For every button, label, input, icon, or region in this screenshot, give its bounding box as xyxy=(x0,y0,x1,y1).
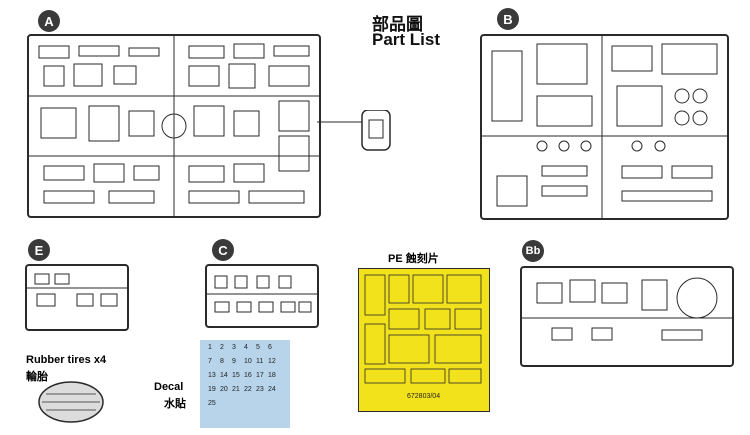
decal-label-cn: 水貼 xyxy=(164,398,186,410)
decal-number: 9 xyxy=(232,358,236,365)
decal-number: 12 xyxy=(268,358,276,365)
sprue-c-badge: C xyxy=(212,239,234,261)
tires-label-cn: 輪胎 xyxy=(26,371,48,383)
page-title-en: Part List xyxy=(372,30,441,49)
decal-number: 3 xyxy=(232,344,236,351)
decal-number: 14 xyxy=(220,372,228,379)
pe-label: PE 蝕刻片 xyxy=(388,253,439,265)
decal-number: 11 xyxy=(256,358,264,365)
decal-number: 13 xyxy=(208,372,216,379)
decal-number: 7 xyxy=(208,358,212,365)
sprue-b-frame xyxy=(480,34,729,220)
decal-number: 23 xyxy=(256,386,264,393)
sprue-bb-frame xyxy=(520,266,734,367)
decal-number: 5 xyxy=(256,344,260,351)
sprue-c-frame xyxy=(205,264,319,328)
tire-icon xyxy=(38,381,104,423)
sprue-e-badge: E xyxy=(28,239,50,261)
pe-code: 672803/04 xyxy=(407,393,441,400)
sprue-c-parts xyxy=(207,275,317,313)
decal-label-en: Decal xyxy=(154,381,184,393)
sprue-bb-badge: Bb xyxy=(522,240,544,262)
sprue-b-badge: B xyxy=(497,8,519,30)
sprue-e-parts xyxy=(27,273,127,307)
decal-number: 2 xyxy=(220,344,224,351)
decal-number: 17 xyxy=(256,372,264,379)
sprue-e-frame xyxy=(25,264,129,331)
decal-number: 8 xyxy=(220,358,224,365)
sprue-a-badge: A xyxy=(38,10,60,32)
page-title-cn: 部品圖 xyxy=(372,15,423,34)
sprue-b-parts xyxy=(482,36,727,218)
decal-number: 25 xyxy=(208,400,216,407)
decal-number: 19 xyxy=(208,386,216,393)
decal-number: 6 xyxy=(268,344,272,351)
sprue-bb-parts xyxy=(522,277,732,341)
decal-number: 1 xyxy=(208,344,212,351)
decal-sheet: 1 2 3 4 5 6 7 8 9 10 11 12 13 14 15 16 1… xyxy=(200,340,290,428)
decal-number: 16 xyxy=(244,372,252,379)
pe-sheet: 672803/04 xyxy=(358,268,490,412)
decal-number: 21 xyxy=(232,386,240,393)
decal-number: 15 xyxy=(232,372,240,379)
sprue-a-parts xyxy=(29,36,319,216)
sprue-a-attachment xyxy=(317,110,391,151)
decal-number: 20 xyxy=(220,386,228,393)
decal-number: 22 xyxy=(244,386,252,393)
pe-parts xyxy=(364,274,482,384)
sprue-a-frame xyxy=(27,34,321,218)
decal-number: 18 xyxy=(268,372,276,379)
decal-number: 10 xyxy=(244,358,252,365)
decal-number: 4 xyxy=(244,344,248,351)
tires-label-en: Rubber tires x4 xyxy=(26,354,107,366)
decal-number: 24 xyxy=(268,386,276,393)
